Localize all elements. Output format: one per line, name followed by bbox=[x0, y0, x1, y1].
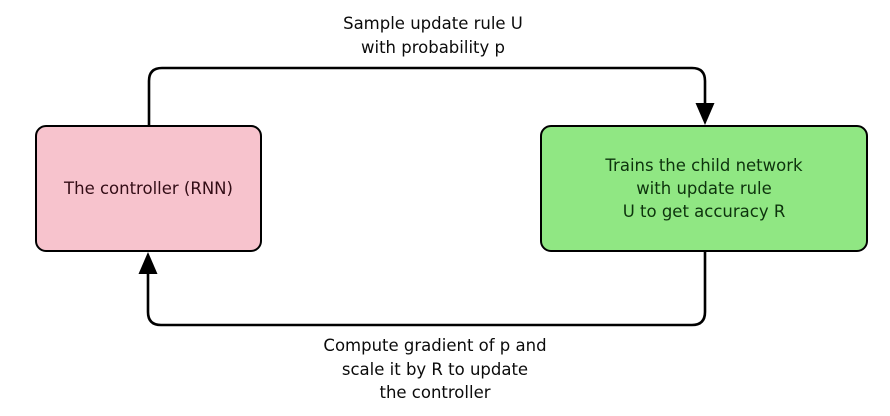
controller-node-label: The controller (RNN) bbox=[64, 179, 233, 198]
top-edge-label: Sample update rule U with probability p bbox=[343, 14, 523, 57]
bottom-arrow-head-icon bbox=[138, 252, 158, 274]
controller-node: The controller (RNN) bbox=[35, 125, 262, 252]
bottom-edge-label: Compute gradient of p and scale it by R … bbox=[323, 336, 547, 402]
top-arrow bbox=[147, 66, 707, 126]
bottom-arrow bbox=[146, 251, 707, 327]
top-arrow-head-icon bbox=[695, 103, 715, 125]
child-network-node: Trains the child network with update rul… bbox=[540, 125, 868, 252]
child-network-node-label: Trains the child network with update rul… bbox=[605, 156, 803, 221]
